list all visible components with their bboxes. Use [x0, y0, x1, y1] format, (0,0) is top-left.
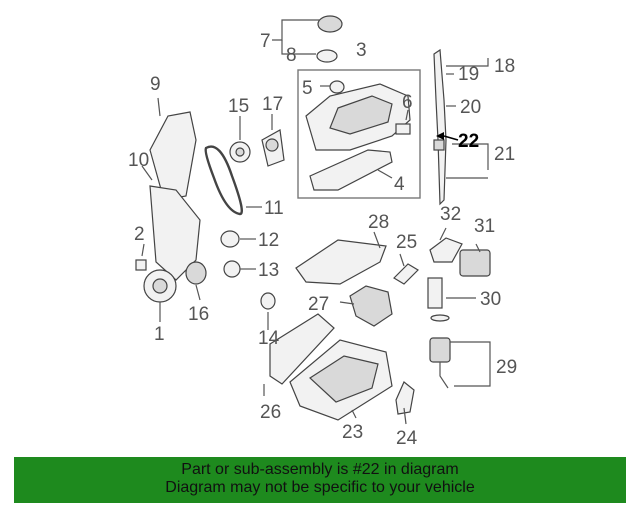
callout-23: 23 — [342, 422, 363, 443]
baffle-plate-part[interactable] — [295, 239, 387, 285]
callout-30: 30 — [480, 289, 501, 310]
callout-32: 32 — [440, 204, 461, 225]
callout-28: 28 — [368, 212, 389, 233]
callout-4: 4 — [394, 174, 405, 195]
oil-cap-part[interactable] — [316, 15, 343, 63]
callout-27: 27 — [308, 294, 329, 315]
engine-parts-diagram: 7 8 3 5 6 4 9 10 15 17 11 12 13 14 2 16 … — [128, 15, 517, 449]
callout-11: 11 — [264, 198, 284, 219]
callout-13: 13 — [258, 260, 279, 281]
callout-25: 25 — [396, 232, 417, 253]
oil-pickup-part[interactable] — [395, 381, 415, 415]
callout-15: 15 — [228, 96, 249, 117]
banner-line-disclaimer: Diagram may not be specific to your vehi… — [165, 479, 475, 496]
crankshaft-pulley-part[interactable] — [135, 259, 207, 303]
callout-18: 18 — [494, 56, 515, 77]
callout-26: 26 — [260, 402, 281, 423]
oil-level-sensor-part[interactable] — [429, 337, 451, 389]
info-banner: Part or sub-assembly is #22 in diagram D… — [14, 457, 626, 503]
lower-timing-cover-part[interactable] — [149, 185, 201, 281]
oil-filter-housing-part[interactable] — [427, 277, 450, 322]
tensioner-pulley-part[interactable] — [229, 141, 251, 163]
callout-10: 10 — [128, 150, 149, 171]
callout-6: 6 — [402, 92, 413, 113]
callout-1: 1 — [154, 324, 165, 345]
callout-9: 9 — [150, 74, 161, 95]
callout-20: 20 — [460, 97, 481, 118]
callout-16: 16 — [188, 304, 209, 325]
dipstick-tube-part[interactable] — [433, 48, 447, 206]
callout-5: 5 — [302, 78, 313, 99]
gasket-set-part[interactable] — [429, 237, 463, 263]
callout-22-highlighted: 22 — [458, 131, 479, 152]
oil-pan-gasket-part[interactable] — [269, 313, 335, 385]
timing-belt-part[interactable] — [204, 145, 243, 216]
leader-lines — [141, 19, 491, 425]
banner-line-part-number: Part or sub-assembly is #22 in diagram — [181, 461, 459, 478]
valve-cover-gasket-part[interactable] — [309, 149, 393, 191]
callout-14: 14 — [258, 328, 280, 349]
callout-21: 21 — [494, 144, 515, 165]
oil-cooler-part[interactable] — [459, 249, 491, 277]
valve-cover-part[interactable] — [305, 83, 411, 151]
oil-pump-part[interactable] — [349, 285, 393, 327]
roller-part[interactable] — [220, 230, 276, 310]
seal-ring-part[interactable] — [329, 80, 411, 135]
callout-19: 19 — [458, 64, 479, 85]
sensor-part[interactable] — [393, 263, 419, 285]
callout-12: 12 — [258, 230, 279, 251]
callout-3: 3 — [356, 40, 367, 61]
callout-29: 29 — [496, 357, 517, 378]
callout-2: 2 — [134, 224, 145, 245]
callout-7: 7 — [260, 31, 271, 52]
idler-pulley-part[interactable] — [261, 129, 285, 167]
callout-31: 31 — [474, 216, 495, 237]
valve-cover-assembly-box — [297, 69, 421, 199]
callout-8: 8 — [286, 45, 297, 66]
callout-17: 17 — [262, 94, 283, 115]
callout-labels: 7 8 3 5 6 4 9 10 15 17 11 12 13 14 2 16 … — [128, 31, 517, 449]
oil-pan-part[interactable] — [289, 339, 393, 421]
callout-24: 24 — [396, 428, 418, 449]
